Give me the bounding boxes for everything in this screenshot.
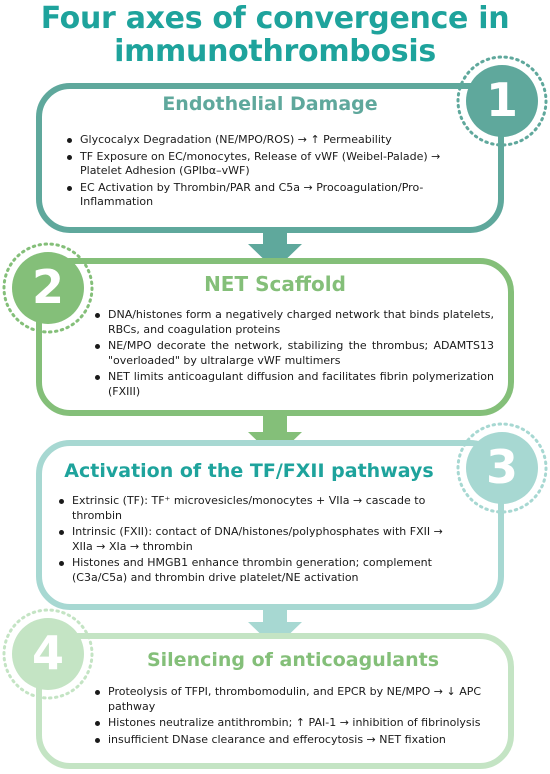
number-label: 3 xyxy=(485,440,518,494)
arrow-1-to-2 xyxy=(248,224,302,270)
panel-net-scaffold: NET Scaffold DNA/histones form a negativ… xyxy=(36,258,514,416)
number-badge-1: 1 xyxy=(454,53,550,149)
number-label: 1 xyxy=(485,73,518,127)
panel-bullets: Glycocalyx Degradation (NE/MPO/ROS) → ↑ … xyxy=(66,133,476,212)
bullet-item: Proteolysis of TFPI, thrombomodulin, and… xyxy=(94,685,506,714)
panel-tf-fxii-activation: Activation of the TF/FXII pathways Extri… xyxy=(36,440,504,610)
bullet-item: Extrinsic (TF): TF⁺ microvesicles/monocy… xyxy=(58,494,458,523)
panel-endothelial-damage: Endothelial Damage Glycocalyx Degradatio… xyxy=(36,83,504,233)
panel-title: Silencing of anticoagulants xyxy=(146,649,440,671)
bullet-item: EC Activation by Thrombin/PAR and C5a → … xyxy=(66,181,476,210)
number-badge-2: 2 xyxy=(0,240,96,336)
panel-anticoagulant-silencing: Silencing of anticoagulants Proteolysis … xyxy=(36,633,514,769)
arrow-3-to-4 xyxy=(248,600,302,648)
bullet-item: Glycocalyx Degradation (NE/MPO/ROS) → ↑ … xyxy=(66,133,476,148)
number-badge-4: 4 xyxy=(0,606,96,702)
number-label: 4 xyxy=(31,626,64,680)
bullet-item: Histones neutralize antithrombin; ↑ PAI-… xyxy=(94,716,506,731)
bullet-item: NE/MPO decorate the network, stabilizing… xyxy=(94,339,494,368)
number-badge-3: 3 xyxy=(454,420,550,516)
number-label: 2 xyxy=(31,260,64,314)
bullet-item: insufficient DNase clearance and efferoc… xyxy=(94,733,506,748)
bullet-item: NET limits anticoagulant diffusion and f… xyxy=(94,370,494,399)
arrow-2-to-3 xyxy=(248,410,302,458)
panel-bullets: DNA/histones form a negatively charged n… xyxy=(94,308,494,402)
panel-bullets: Extrinsic (TF): TF⁺ microvesicles/monocy… xyxy=(58,494,458,588)
bullet-item: DNA/histones form a negatively charged n… xyxy=(94,308,494,337)
panel-title: Activation of the TF/FXII pathways xyxy=(64,460,434,482)
bullet-item: TF Exposure on EC/monocytes, Release of … xyxy=(66,150,476,179)
diagram-title: Four axes of convergence in immunothromb… xyxy=(40,1,510,69)
panel-bullets: Proteolysis of TFPI, thrombomodulin, and… xyxy=(94,685,506,749)
panel-title: Endothelial Damage xyxy=(162,93,378,115)
panel-title: NET Scaffold xyxy=(204,272,346,296)
bullet-item: Histones and HMGB1 enhance thrombin gene… xyxy=(58,556,458,585)
bullet-item: Intrinsic (FXII): contact of DNA/histone… xyxy=(58,525,458,554)
